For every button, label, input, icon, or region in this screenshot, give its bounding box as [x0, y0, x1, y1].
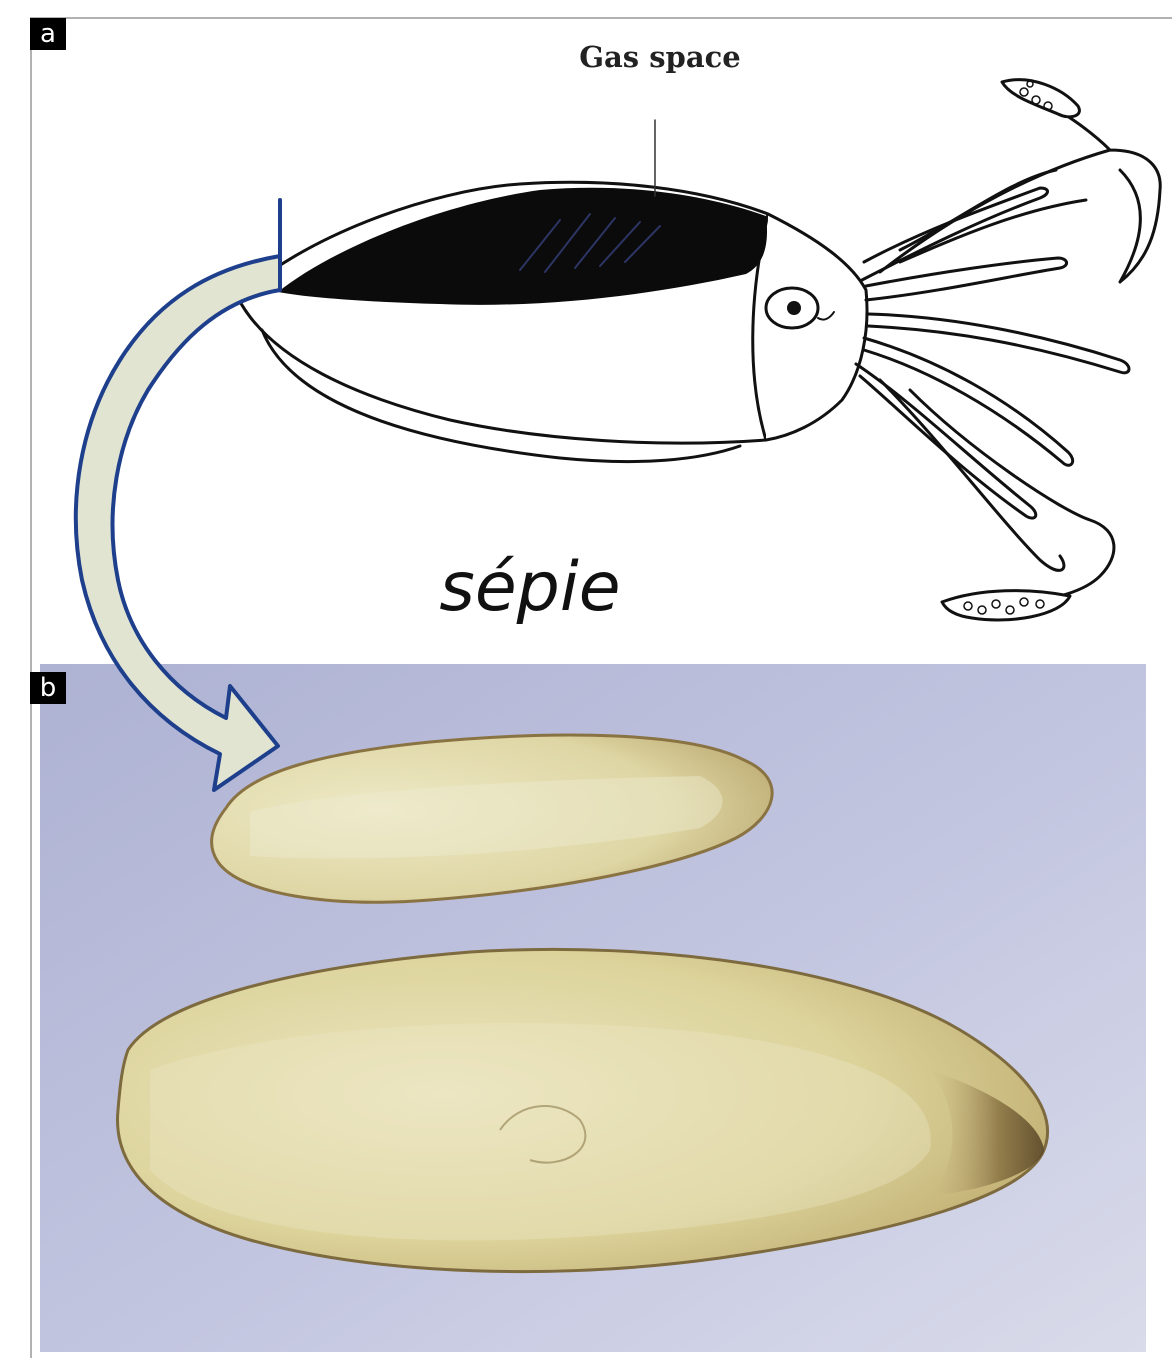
gas-space-label: Gas space: [540, 40, 780, 74]
cuttlefish-drawing: [238, 80, 1160, 620]
suckers: [964, 81, 1052, 614]
tentacle-club-lower: [942, 591, 1070, 620]
species-caption: sépie: [410, 548, 650, 627]
tentacle-club-upper: [1002, 80, 1079, 117]
panel-b-label: b: [30, 672, 66, 704]
arm-5: [856, 364, 1036, 518]
arm-3: [868, 314, 1129, 373]
tentacle-upper: [880, 100, 1160, 282]
arm-2: [866, 258, 1067, 300]
cuttlebone-photo: [40, 664, 1146, 1352]
arm-4: [864, 338, 1073, 465]
pupil: [787, 301, 801, 315]
panel-a-label: a: [30, 18, 66, 50]
